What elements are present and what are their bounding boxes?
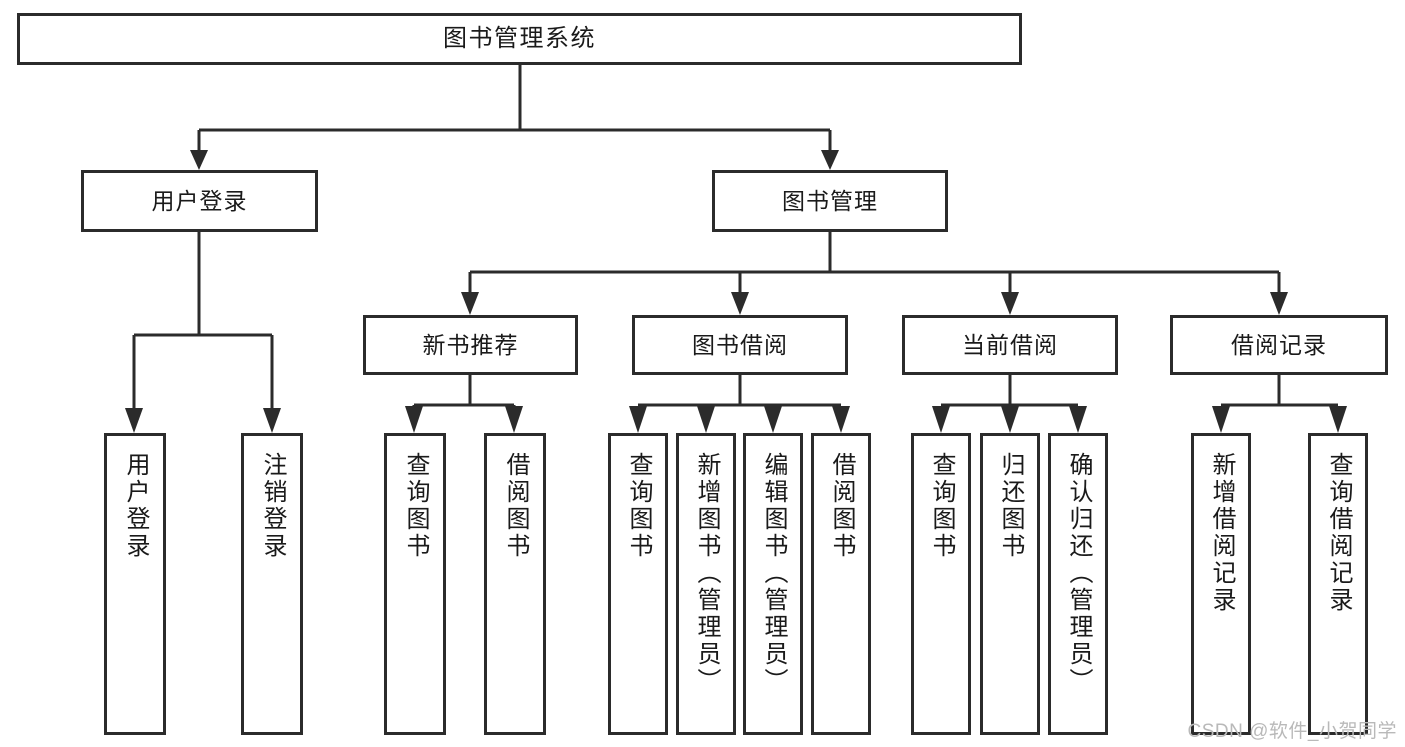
arrowhead-bb-l2 [764,406,782,433]
leaf-new-book-query-book[interactable]: 查询图书 [384,433,446,735]
leaf-book-borrow-edit-book-admin-label: 编辑图书（管理员） [760,452,787,695]
leaf-current-borrow-query-book[interactable]: 查询图书 [911,433,971,735]
leaf-new-book-query-book-label: 查询图书 [402,452,429,560]
node-user-login-label: 用户登录 [151,187,248,214]
leaf-book-borrow-add-book-admin[interactable]: 新增图书（管理员） [676,433,736,735]
arrowhead-nb-l1 [505,406,523,433]
arrowhead-ul-leaf1 [263,408,281,433]
node-root-book-management-system[interactable]: 图书管理系统 [17,13,1022,65]
node-new-book-recommend[interactable]: 新书推荐 [363,315,578,375]
node-book-management-label: 图书管理 [782,187,878,214]
arrowhead-ul-leaf0 [125,408,143,433]
node-book-borrow-label: 图书借阅 [692,331,788,358]
leaf-current-borrow-confirm-return-admin-label: 确认归还（管理员） [1065,452,1092,695]
arrowhead-borrow-record [1270,292,1288,315]
node-book-management[interactable]: 图书管理 [712,170,948,232]
arrowhead-bb-l1 [697,406,715,433]
leaf-new-book-borrow-book-label: 借阅图书 [502,452,529,560]
leaf-borrow-record-add-record[interactable]: 新增借阅记录 [1191,433,1251,735]
leaf-user-login-login[interactable]: 用户登录 [104,433,166,735]
leaf-current-borrow-return-book[interactable]: 归还图书 [980,433,1040,735]
leaf-current-borrow-confirm-return-admin[interactable]: 确认归还（管理员） [1048,433,1108,735]
arrowhead-user-login [190,150,208,170]
leaf-book-borrow-add-book-admin-label: 新增图书（管理员） [693,452,720,695]
leaf-book-borrow-borrow-book-label: 借阅图书 [828,452,855,560]
arrowhead-book-mgmt [821,150,839,170]
arrowhead-br-l1 [1329,406,1347,433]
arrowhead-br-l0 [1212,406,1230,433]
node-book-borrow[interactable]: 图书借阅 [632,315,848,375]
node-borrow-record[interactable]: 借阅记录 [1170,315,1388,375]
leaf-user-login-logout-label: 注销登录 [259,452,286,560]
node-borrow-record-label: 借阅记录 [1231,331,1327,358]
node-new-book-recommend-label: 新书推荐 [422,331,519,358]
leaf-current-borrow-return-book-label: 归还图书 [997,452,1024,560]
node-current-borrow[interactable]: 当前借阅 [902,315,1118,375]
node-current-borrow-label: 当前借阅 [962,331,1058,358]
arrowhead-bb-l0 [629,406,647,433]
arrowhead-book-borrow [731,292,749,315]
leaf-new-book-borrow-book[interactable]: 借阅图书 [484,433,546,735]
leaf-user-login-login-label: 用户登录 [122,452,149,560]
arrowhead-cb-l2 [1069,406,1087,433]
leaf-user-login-logout[interactable]: 注销登录 [241,433,303,735]
arrowhead-cb-l0 [932,406,950,433]
arrowhead-current-borrow [1001,292,1019,315]
arrowhead-cb-l1 [1001,406,1019,433]
leaf-borrow-record-add-record-label: 新增借阅记录 [1208,452,1235,614]
leaf-book-borrow-query-book-label: 查询图书 [625,452,652,560]
node-user-login[interactable]: 用户登录 [81,170,318,232]
arrowhead-new-book [461,292,479,315]
leaf-current-borrow-query-book-label: 查询图书 [928,452,955,560]
leaf-book-borrow-edit-book-admin[interactable]: 编辑图书（管理员） [743,433,803,735]
leaf-borrow-record-query-record-label: 查询借阅记录 [1325,452,1352,614]
arrowhead-bb-l3 [832,406,850,433]
leaf-book-borrow-borrow-book[interactable]: 借阅图书 [811,433,871,735]
leaf-book-borrow-query-book[interactable]: 查询图书 [608,433,668,735]
node-root-label: 图书管理系统 [443,25,596,53]
csdn-watermark: CSDN @软件_小贺同学 [1187,721,1397,742]
leaf-borrow-record-query-record[interactable]: 查询借阅记录 [1308,433,1368,735]
arrowhead-nb-l0 [405,406,423,433]
